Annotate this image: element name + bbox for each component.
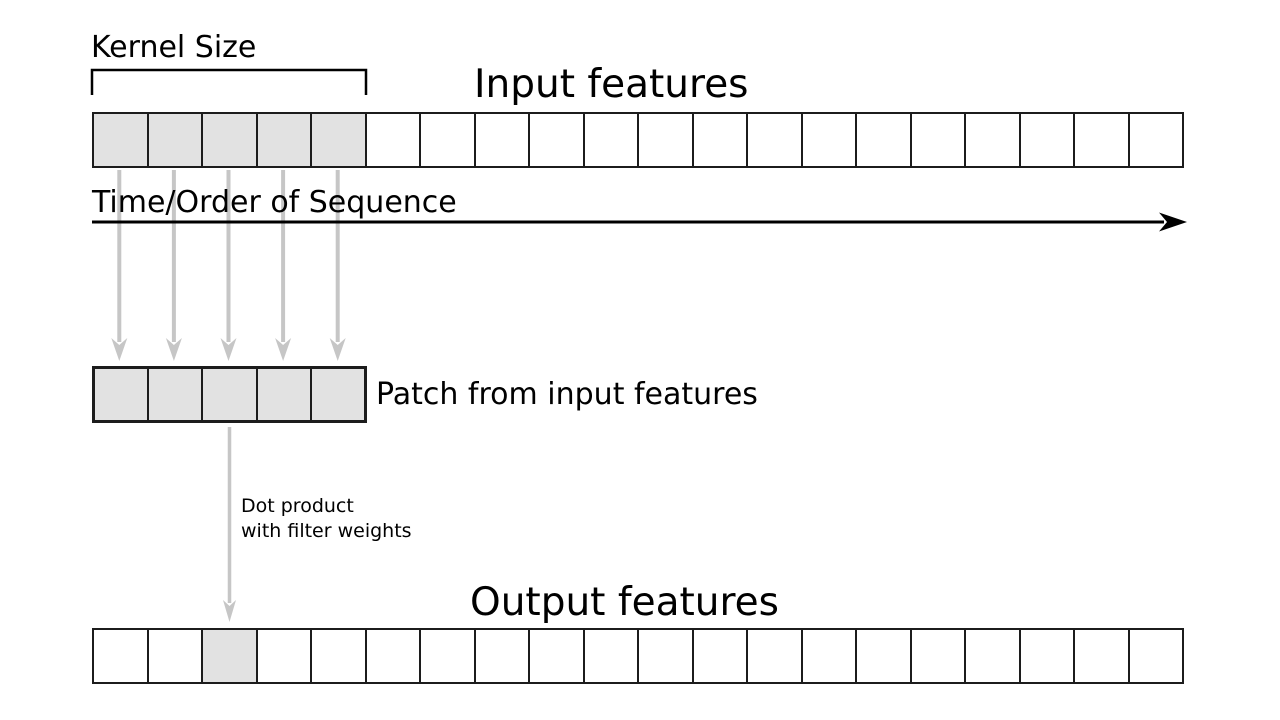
output-cell xyxy=(1021,630,1075,682)
patch-cell xyxy=(149,369,204,420)
input-cell xyxy=(694,114,748,166)
output-cell xyxy=(258,630,312,682)
input-cell xyxy=(257,114,312,166)
dot-product-label: Dot product with filter weights xyxy=(241,494,412,544)
input-cell xyxy=(857,114,912,166)
down-arrow-head xyxy=(329,338,346,361)
output-cell xyxy=(149,630,203,682)
output-cell xyxy=(367,630,421,682)
input-cell xyxy=(94,114,149,166)
input-cell xyxy=(585,114,639,166)
input-cell xyxy=(912,114,966,166)
input-cell xyxy=(203,114,258,166)
patch-cell xyxy=(203,369,258,420)
input-cell xyxy=(530,114,585,166)
output-cell xyxy=(912,630,966,682)
output-cell xyxy=(1075,630,1130,682)
output-cell xyxy=(312,630,367,682)
output-cell xyxy=(203,630,258,682)
input-cell xyxy=(1130,114,1183,166)
output-cell xyxy=(94,630,149,682)
input-cell xyxy=(312,114,367,166)
output-features-title: Output features xyxy=(470,580,779,625)
patch-label: Patch from input features xyxy=(376,377,758,412)
input-cell xyxy=(1021,114,1075,166)
dot-product-label-line1: Dot product xyxy=(241,495,354,517)
output-cell xyxy=(1130,630,1183,682)
down-arrow-head xyxy=(220,338,237,361)
input-cell xyxy=(1075,114,1130,166)
patch-cell xyxy=(257,369,312,420)
patch-row xyxy=(92,366,367,423)
patch-cell xyxy=(95,369,150,420)
kernel-size-label: Kernel Size xyxy=(91,30,257,65)
output-cell xyxy=(694,630,748,682)
output-cell xyxy=(748,630,803,682)
patch-cell xyxy=(311,369,365,420)
down-arrow-head xyxy=(165,338,182,361)
output-cell xyxy=(476,630,530,682)
output-cell xyxy=(857,630,912,682)
time-order-label: Time/Order of Sequence xyxy=(92,185,457,220)
output-cell xyxy=(639,630,694,682)
input-cell xyxy=(367,114,421,166)
down-arrow-head xyxy=(111,338,128,361)
input-features-row xyxy=(92,112,1184,168)
input-cell xyxy=(421,114,476,166)
output-features-row xyxy=(92,628,1184,684)
input-features-title: Input features xyxy=(474,62,749,107)
input-cell xyxy=(476,114,530,166)
output-cell xyxy=(966,630,1021,682)
output-cell xyxy=(803,630,857,682)
input-cell xyxy=(748,114,803,166)
input-cell xyxy=(803,114,857,166)
output-cell xyxy=(530,630,585,682)
input-cell xyxy=(639,114,694,166)
down-arrow-head xyxy=(275,338,292,361)
input-cell xyxy=(966,114,1021,166)
dot-product-label-line2: with filter weights xyxy=(241,520,412,542)
input-cell xyxy=(148,114,203,166)
output-cell xyxy=(421,630,476,682)
dot-product-arrow-head xyxy=(223,600,236,622)
output-cell xyxy=(585,630,639,682)
dot-product-arrow-icon xyxy=(223,427,236,622)
time-arrow-head xyxy=(1159,212,1187,232)
kernel-bracket xyxy=(90,68,368,95)
